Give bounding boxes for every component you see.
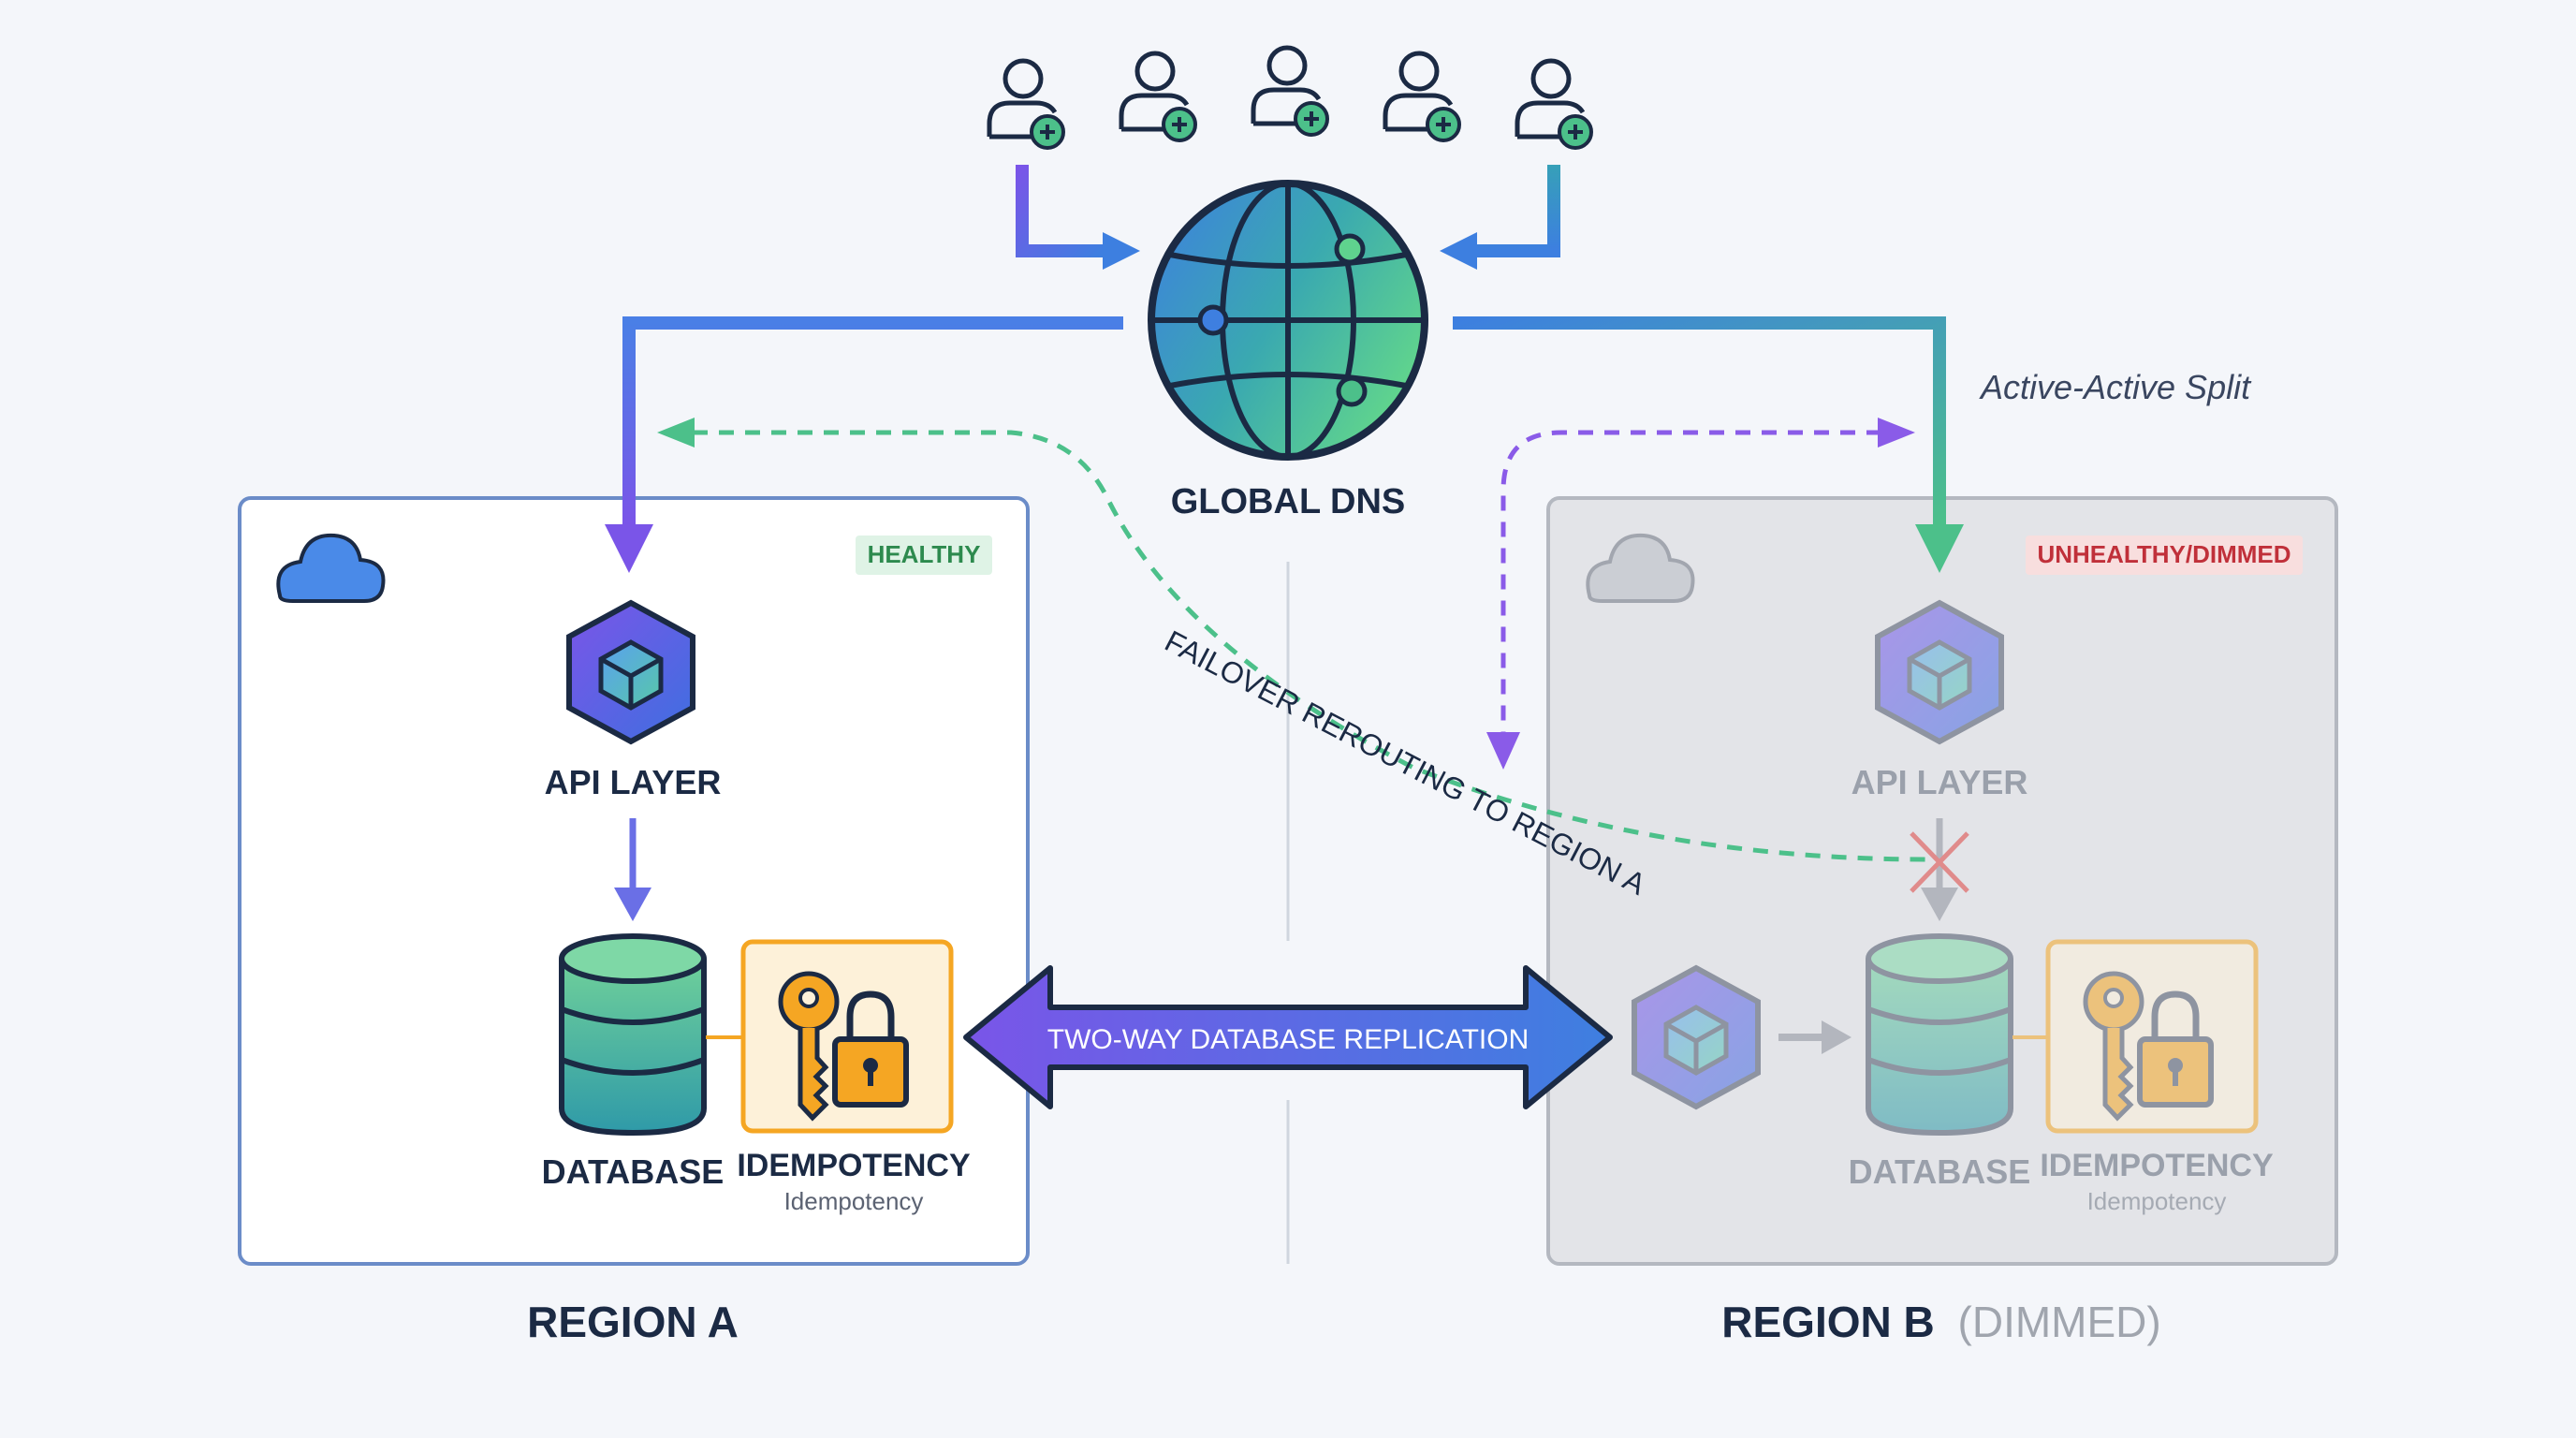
status-badge-unhealthy-text: UNHEALTHY/DIMMED xyxy=(2037,540,2291,568)
api-to-db-arrow-b xyxy=(1921,818,1958,921)
user-add-icon xyxy=(1119,51,1197,142)
cloud-icon xyxy=(276,533,386,603)
global-dns-label: GLOBAL DNS xyxy=(1171,482,1406,521)
user-to-dns-arrow-right xyxy=(1440,165,1560,270)
status-badge-unhealthy xyxy=(2026,536,2303,575)
user-to-dns-arrow-left xyxy=(1016,165,1140,270)
user-add-icon xyxy=(1515,58,1593,150)
key-icon xyxy=(2083,971,2144,1122)
cube-icon xyxy=(1632,964,1761,1110)
status-badge-healthy-text: HEALTHY xyxy=(868,540,981,568)
dns-to-region-b-arrow xyxy=(1453,316,1964,573)
replication-label: TWO-WAY DATABASE REPLICATION xyxy=(1047,1024,1530,1055)
region-b-api-label: API LAYER xyxy=(1852,763,2028,801)
cube-to-db-arrow-b xyxy=(1778,1020,1852,1054)
user-add-icon xyxy=(987,58,1065,150)
users-group xyxy=(987,45,1593,150)
cloud-icon xyxy=(1586,533,1695,603)
status-badge-healthy xyxy=(856,536,992,575)
region-b-title-suffix: (DIMMED) xyxy=(1958,1298,2161,1346)
region-a-idem-sub: Idempotency xyxy=(784,1187,924,1215)
padlock-icon xyxy=(832,990,909,1108)
failover-dashed-arrow xyxy=(657,418,1929,862)
replication-arrow xyxy=(963,965,1613,1109)
cube-icon xyxy=(1875,599,2004,745)
api-to-db-arrow-a xyxy=(614,818,651,921)
blocked-x-icon xyxy=(1910,831,1969,893)
region-a-db-label: DATABASE xyxy=(542,1152,724,1191)
database-icon xyxy=(1866,933,2013,1137)
cube-icon xyxy=(566,599,695,745)
region-b-title: REGION B (DIMMED) xyxy=(1721,1298,2160,1346)
region-a-api-label: API LAYER xyxy=(545,763,722,801)
region-b-idem-label: IDEMPOTENCY xyxy=(2040,1148,2274,1183)
globe-icon xyxy=(1148,180,1428,461)
region-b-title-main: REGION B xyxy=(1721,1298,1934,1346)
region-b-dashed-arrow xyxy=(1486,418,1915,770)
region-a-idem-label: IDEMPOTENCY xyxy=(737,1148,971,1183)
region-b-idem-sub: Idempotency xyxy=(2087,1187,2227,1215)
database-icon xyxy=(559,933,707,1137)
region-a-title: REGION A xyxy=(527,1298,739,1346)
user-add-icon xyxy=(1383,51,1461,142)
user-add-icon xyxy=(1251,45,1329,137)
active-active-label: Active-Active Split xyxy=(1979,368,2252,406)
dns-to-region-a-arrow xyxy=(605,316,1123,573)
key-icon xyxy=(778,971,840,1122)
region-b-db-label: DATABASE xyxy=(1849,1152,2031,1191)
padlock-icon xyxy=(2137,990,2214,1108)
